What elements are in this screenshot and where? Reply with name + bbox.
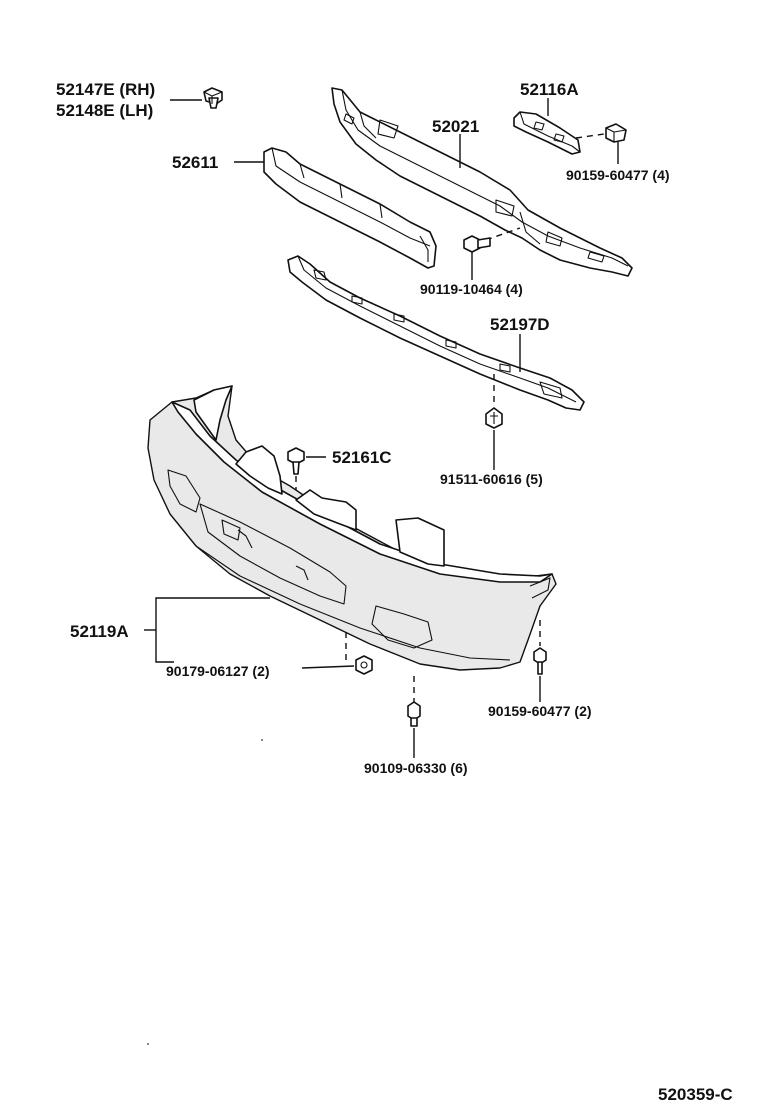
label-cover-clip: 52161C [332,448,392,467]
label-bottom-bolt: 90109-06330 (6) [364,760,468,776]
leader-nut [301,665,355,669]
bumper-clip-part [203,87,223,109]
label-clip-rh: 52147E (RH) [56,80,155,99]
label-rivet: 91511-60616 (5) [440,471,543,487]
label-bracket-bolt: 90159-60477 (4) [566,167,670,183]
energy-absorber-part [263,147,437,269]
label-clip-lh: 52148E (LH) [56,101,153,120]
rivet-part [485,374,503,429]
bracket-bolt-part [575,123,627,143]
label-reinforcement-bolt: 90119-10464 (4) [420,281,523,297]
figure-id: 520359-C [658,1085,733,1104]
label-retainer: 52197D [490,315,550,334]
bumper-retainer-part [287,255,585,411]
label-nut: 90179-06127 (2) [166,663,270,679]
cover-nut-part [345,632,373,675]
label-bumper-cover: 52119A [70,622,129,641]
side-bolt-part [533,620,547,675]
bottom-bolt-part [407,676,421,727]
reinforcement-bolt-part [463,227,521,253]
part-labels: 52147E (RH) 52148E (LH) 52021 52116A 901… [56,80,733,1104]
print-specks [147,739,263,1045]
label-reinforcement: 52021 [432,117,479,136]
leader-bumper-cover [155,597,270,663]
label-bracket: 52116A [520,80,579,99]
bumper-cover-part [147,385,557,671]
bumper-bracket-part [513,111,581,155]
bumper-reinforcement-part [331,87,633,277]
label-side-bolt: 90159-60477 (2) [488,703,592,719]
leader-lines [144,98,619,758]
label-absorber: 52611 [172,153,218,172]
